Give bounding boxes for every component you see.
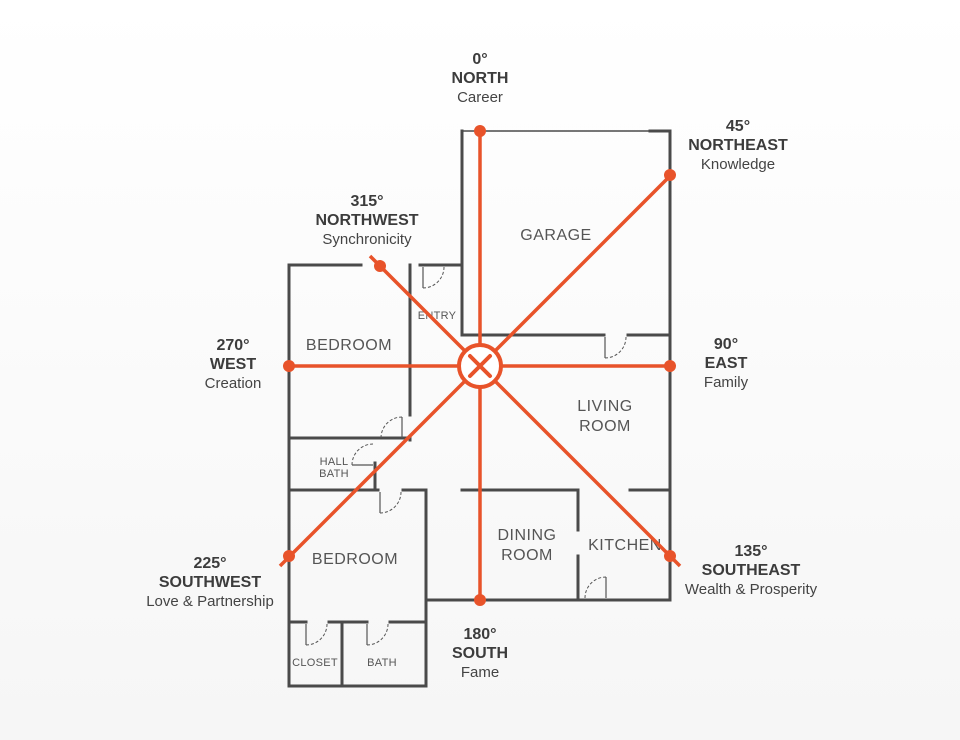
north-name: NORTH — [451, 70, 509, 87]
room-label-hall-bath-line1: HALL — [320, 456, 349, 468]
room-label-dining-line2: ROOM — [501, 547, 553, 564]
southeast-area: Wealth & Prosperity — [684, 581, 818, 598]
west-area: Creation — [204, 375, 262, 392]
east-degrees: 90° — [713, 336, 739, 353]
room-label-kitchen: KITCHEN — [588, 537, 662, 554]
direction-label-northeast: 45° NORTHEAST Knowledge — [688, 117, 788, 174]
marker-southeast — [664, 550, 676, 562]
west-degrees: 270° — [216, 337, 250, 354]
northwest-degrees: 315° — [350, 193, 384, 210]
south-degrees: 180° — [463, 626, 497, 643]
southwest-name: SOUTHWEST — [158, 574, 262, 591]
east-area: Family — [703, 374, 749, 391]
room-label-bedroom-upper: BEDROOM — [306, 337, 392, 354]
marker-south — [474, 594, 486, 606]
marker-northwest — [374, 260, 386, 272]
marker-southwest — [283, 550, 295, 562]
marker-west — [283, 360, 295, 372]
northeast-degrees: 45° — [725, 118, 751, 135]
room-label-living-line1: LIVING — [577, 398, 632, 415]
southwest-degrees: 225° — [193, 555, 227, 572]
southwest-area: Love & Partnership — [146, 593, 274, 610]
direction-label-south: 180° SOUTH Fame — [452, 625, 508, 682]
room-label-bedroom-lower: BEDROOM — [312, 551, 398, 568]
east-name: EAST — [704, 355, 748, 372]
southeast-degrees: 135° — [734, 543, 768, 560]
room-label-bath: BATH — [367, 657, 397, 669]
marker-northeast — [664, 169, 676, 181]
marker-north — [474, 125, 486, 137]
north-degrees: 0° — [472, 51, 488, 68]
direction-label-southwest: 225° SOUTHWEST Love & Partnership — [146, 554, 274, 611]
door-swings — [305, 266, 627, 646]
direction-markers — [283, 125, 676, 606]
center-x-icon — [457, 343, 503, 389]
northwest-name: NORTHWEST — [315, 212, 419, 229]
room-label-dining-line1: DINING — [498, 527, 557, 544]
room-label-garage: GARAGE — [520, 227, 591, 244]
northeast-area: Knowledge — [700, 156, 776, 173]
direction-label-north: 0° NORTH Career — [452, 50, 509, 107]
direction-label-east: 90° EAST Family — [704, 335, 748, 392]
southeast-name: SOUTHEAST — [701, 562, 801, 579]
axis-northwest-southeast — [368, 254, 682, 568]
northwest-area: Synchronicity — [322, 231, 412, 248]
marker-east — [664, 360, 676, 372]
west-name: WEST — [209, 356, 257, 373]
south-name: SOUTH — [452, 645, 508, 662]
room-label-closet: CLOSET — [292, 657, 338, 669]
south-area: Fame — [460, 664, 500, 681]
north-area: Career — [457, 89, 503, 106]
direction-label-west: 270° WEST Creation — [205, 336, 262, 393]
room-label-living-line2: ROOM — [579, 418, 631, 435]
northeast-name: NORTHEAST — [688, 137, 788, 154]
direction-label-northwest: 315° NORTHWEST Synchronicity — [315, 192, 418, 249]
floor-plan-walls — [287, 129, 672, 688]
direction-label-southeast: 135° SOUTHEAST Wealth & Prosperity — [685, 542, 817, 599]
room-label-hall-bath-line2: BATH — [319, 468, 349, 480]
